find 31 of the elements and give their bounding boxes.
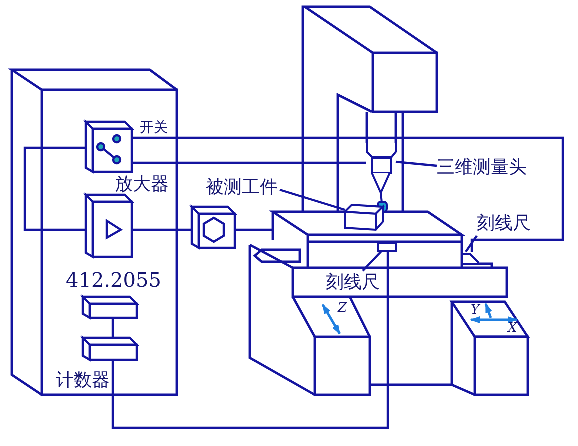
scale-slider: [461, 253, 479, 265]
part-label: 开关: [140, 121, 169, 136]
counter-display: [80, 335, 140, 362]
probe-head: [366, 142, 397, 213]
switch-box: [83, 119, 135, 174]
workpiece-block: [342, 204, 386, 232]
counter-display: [80, 294, 140, 320]
part-label: 刻线尺: [326, 271, 380, 295]
sensor-box: [189, 204, 238, 250]
leader-line: [362, 250, 383, 272]
wire: [235, 228, 273, 232]
axis-label: Z: [338, 302, 348, 316]
wire: [112, 318, 114, 338]
part-label: 被测工件: [206, 177, 280, 199]
wire: [132, 136, 564, 252]
leader-line: [465, 235, 478, 253]
part-label: 计数器: [56, 370, 110, 392]
axis-label: X: [508, 322, 518, 336]
leader-line: [396, 160, 438, 168]
wire: [132, 228, 192, 232]
wire: [24, 146, 86, 232]
scale-slider: [377, 242, 397, 252]
part-label: 刻线尺: [477, 212, 533, 236]
part-label: 412.2055: [66, 268, 162, 292]
part-label: 放大器: [115, 174, 169, 196]
part-label: 三维测量头: [437, 157, 527, 179]
wire: [132, 162, 366, 164]
amplifier-box: [83, 192, 135, 259]
wire: [112, 251, 390, 430]
axis-label: Y: [471, 304, 481, 318]
leader-line: [280, 188, 346, 212]
